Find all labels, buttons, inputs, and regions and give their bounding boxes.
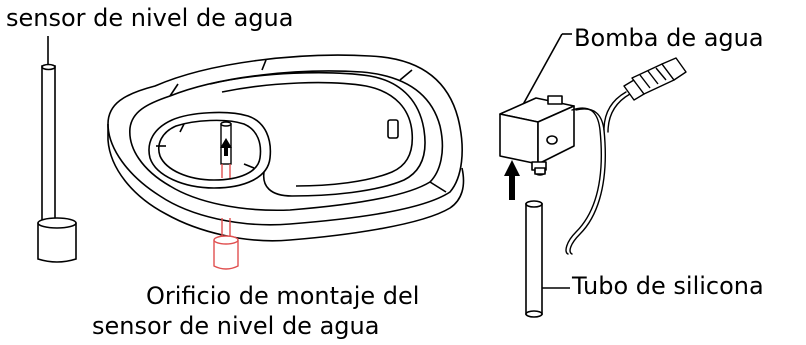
base-bowl [209, 71, 426, 197]
tube-body [525, 203, 543, 315]
pump-inlet-nozzle [534, 167, 546, 175]
base-rib [261, 59, 267, 71]
mounting-hole-label-line2: sensor de nivel de agua [92, 312, 380, 340]
chamber-tab [179, 123, 185, 133]
mounting-post-top [220, 121, 232, 127]
tube-bottom [525, 310, 543, 318]
mounting-plug-top [213, 235, 239, 245]
chamber-outer [148, 111, 272, 189]
water-pump-label: Bomba de agua [574, 24, 764, 52]
sensor-float-top [37, 217, 77, 229]
base-slot [387, 119, 399, 139]
silicone-tube [525, 200, 570, 318]
water-level-sensor-label: sensor de nivel de agua [6, 4, 294, 32]
base-inner-rim [129, 70, 444, 212]
base-rib [429, 181, 447, 193]
fountain-base [107, 54, 465, 242]
water-pump [499, 33, 575, 176]
usb-plug-icon [623, 57, 687, 101]
sensor-float [37, 223, 77, 263]
pump-cable [565, 91, 631, 255]
pump-leader-line [519, 33, 563, 111]
mounting-plug [213, 240, 239, 270]
silicone-tube-label: Tubo de silicona [572, 272, 764, 300]
pump-front [499, 113, 539, 165]
chamber-tab [243, 163, 255, 169]
chamber-inner [158, 119, 262, 181]
pump-outlet [547, 95, 563, 105]
sensor-rod-top [41, 63, 56, 71]
pump-side [537, 105, 575, 165]
sensor-rod [41, 65, 56, 227]
up-arrow-icon [504, 160, 520, 200]
base-bowl-inner [221, 81, 414, 187]
up-arrow-icon [220, 138, 232, 156]
water-level-sensor [37, 36, 77, 263]
pump-button [546, 135, 558, 145]
mounting-hole-label-line1: Orificio de montaje del [146, 282, 420, 310]
base-rib [399, 69, 413, 81]
base-outer-rim [107, 54, 463, 226]
base-rib [169, 83, 179, 97]
tube-top [525, 200, 543, 208]
base-bottom-edge [107, 124, 465, 242]
